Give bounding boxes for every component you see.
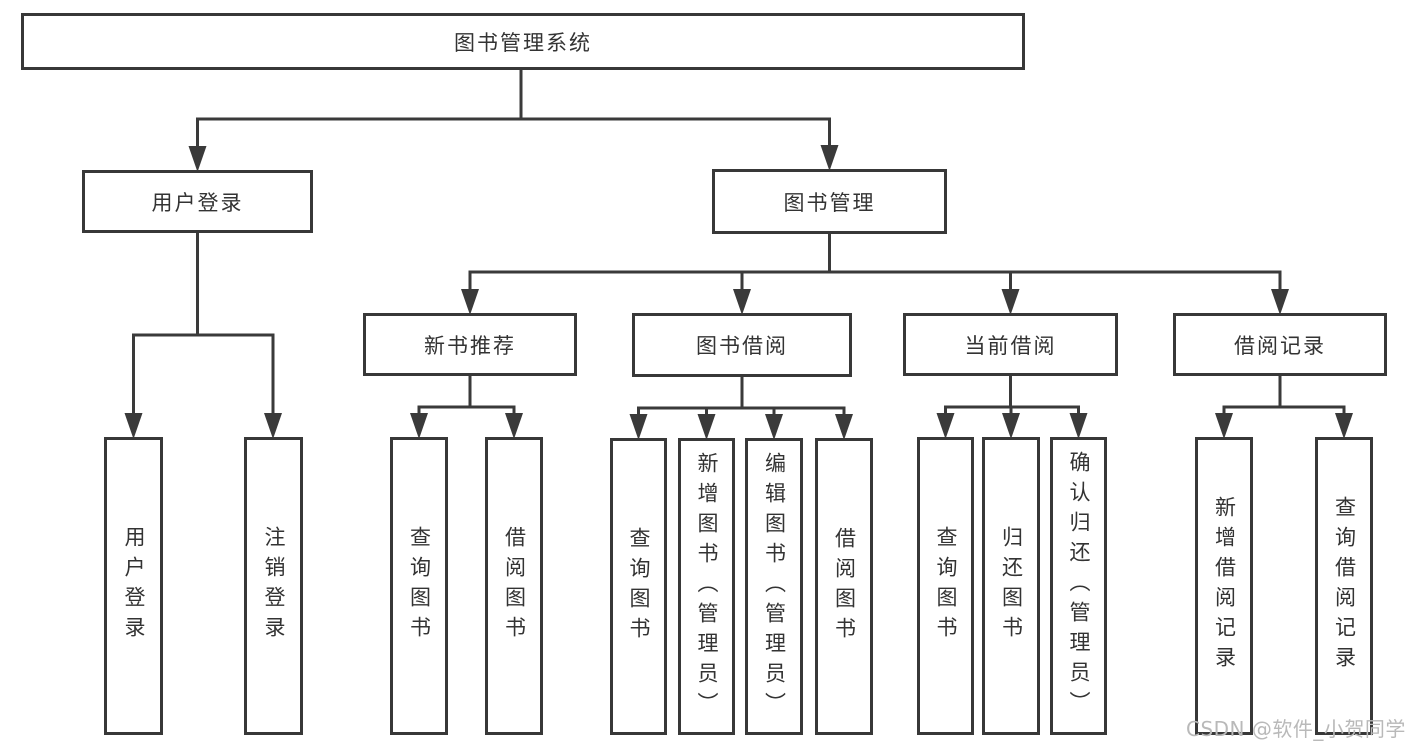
leaf-bb-borrow-books: 借阅图书 [815, 438, 873, 735]
arrowhead-icon [188, 146, 207, 172]
arrowhead-icon [1001, 289, 1020, 315]
node-label: 注销登录 [262, 526, 286, 646]
leaf-br-query-record: 查询借阅记录 [1315, 437, 1373, 735]
node-label: 当前借阅 [964, 333, 1057, 358]
leaf-bb-add-books-admin: 新增图书（管理员） [678, 438, 735, 735]
leaf-cb-confirm-return-admin: 确认归还（管理员） [1050, 437, 1107, 735]
arrowhead-icon [461, 289, 479, 315]
leaf-logout-login: 注销登录 [244, 437, 303, 735]
arrowhead-icon [1069, 413, 1088, 439]
leaf-cb-query-books: 查询图书 [917, 437, 974, 735]
arrowhead-icon [1335, 413, 1353, 439]
node-label: 图书借阅 [696, 334, 788, 358]
node-label: 图书管理系统 [454, 30, 592, 55]
node-label: 新书推荐 [424, 333, 516, 358]
connector-book-mgmt [461, 232, 1289, 315]
connector-root [188, 68, 839, 172]
arrowhead-icon [733, 289, 751, 315]
leaf-user-login: 用户登录 [104, 437, 163, 735]
connector-new-book-rec [410, 374, 523, 439]
node-book-borrow: 图书借阅 [632, 313, 852, 377]
arrowhead-icon [1271, 289, 1289, 315]
arrowhead-icon [1002, 413, 1020, 439]
connector-user-login [124, 231, 282, 439]
node-label: 查询借阅记录 [1332, 496, 1357, 676]
node-label: 用户登录 [151, 190, 244, 215]
arrowhead-icon [124, 413, 143, 439]
leaf-nbr-borrow-books: 借阅图书 [485, 437, 543, 735]
arrowhead-icon [1215, 413, 1233, 439]
node-label: 查询图书 [627, 526, 651, 647]
csdn-watermark: CSDN @软件_小贺同学 [1186, 717, 1405, 741]
node-label: 借阅图书 [832, 526, 857, 647]
arrowhead-icon [835, 414, 853, 440]
connector-book-borrow [629, 375, 853, 440]
node-label: 借阅图书 [502, 526, 527, 646]
node-book-management: 图书管理 [712, 169, 947, 234]
connector-current-borrow [936, 374, 1088, 439]
arrowhead-icon [410, 413, 428, 439]
node-label: 借阅记录 [1234, 333, 1326, 358]
node-root: 图书管理系统 [21, 13, 1025, 70]
node-label: 确认归还（管理员） [1067, 451, 1091, 721]
leaf-bb-query-books: 查询图书 [610, 438, 667, 735]
node-current-borrow: 当前借阅 [903, 313, 1118, 376]
leaf-br-add-record: 新增借阅记录 [1195, 437, 1253, 735]
arrowhead-icon [697, 414, 716, 440]
node-label: 查询图书 [407, 526, 432, 646]
arrowhead-icon [765, 414, 783, 440]
node-user-login: 用户登录 [82, 170, 313, 233]
node-borrow-records: 借阅记录 [1173, 313, 1387, 376]
leaf-cb-return-books: 归还图书 [982, 437, 1040, 735]
node-label: 用户登录 [122, 526, 146, 646]
node-label: 归还图书 [999, 526, 1024, 646]
node-new-book-recommend: 新书推荐 [363, 313, 577, 376]
node-label: 查询图书 [934, 526, 958, 646]
node-label: 编辑图书（管理员） [762, 451, 787, 722]
node-label: 新增借阅记录 [1212, 496, 1237, 676]
arrowhead-icon [629, 414, 648, 440]
arrowhead-icon [820, 145, 839, 171]
leaf-nbr-query-books: 查询图书 [390, 437, 448, 735]
connector-borrow-records [1215, 374, 1353, 439]
arrowhead-icon [936, 413, 955, 439]
arrowhead-icon [264, 413, 282, 439]
node-label: 图书管理 [783, 190, 876, 215]
arrowhead-icon [505, 413, 523, 439]
node-label: 新增图书（管理员） [695, 451, 719, 722]
leaf-bb-edit-books-admin: 编辑图书（管理员） [745, 438, 803, 735]
